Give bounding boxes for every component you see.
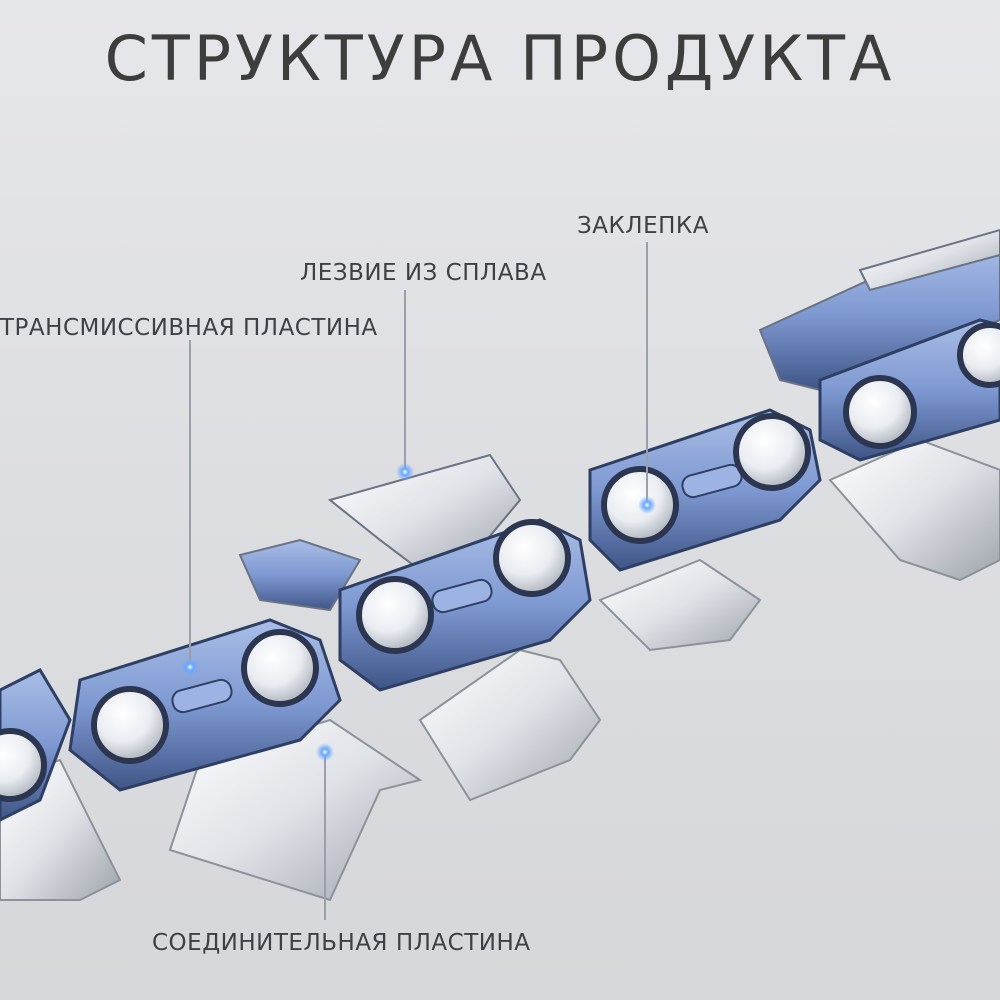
label-transmission-plate: ТРАНСМИССИВНАЯ ПЛАСТИНА bbox=[0, 315, 378, 341]
link-slots bbox=[171, 463, 743, 714]
callout-lines bbox=[189, 242, 648, 920]
marker-dot-icon bbox=[396, 463, 414, 481]
drive-links bbox=[0, 438, 1000, 902]
marker-dot-icon bbox=[181, 658, 199, 676]
label-alloy-blade: ЛЕЗВИЕ ИЗ СПЛАВА bbox=[300, 260, 547, 286]
rivets bbox=[0, 322, 1000, 802]
label-rivet: ЗАКЛЕПКА bbox=[577, 213, 709, 239]
cutter-teeth bbox=[238, 228, 1000, 612]
label-connecting-plate: СОЕДИНИТЕЛЬНАЯ ПЛАСТИНА bbox=[152, 930, 531, 956]
marker-dot-icon bbox=[316, 743, 334, 761]
callout-marker-dots bbox=[181, 463, 656, 761]
marker-dot-icon bbox=[638, 496, 656, 514]
page-title: СТРУКТУРА ПРОДУКТА bbox=[104, 22, 896, 95]
